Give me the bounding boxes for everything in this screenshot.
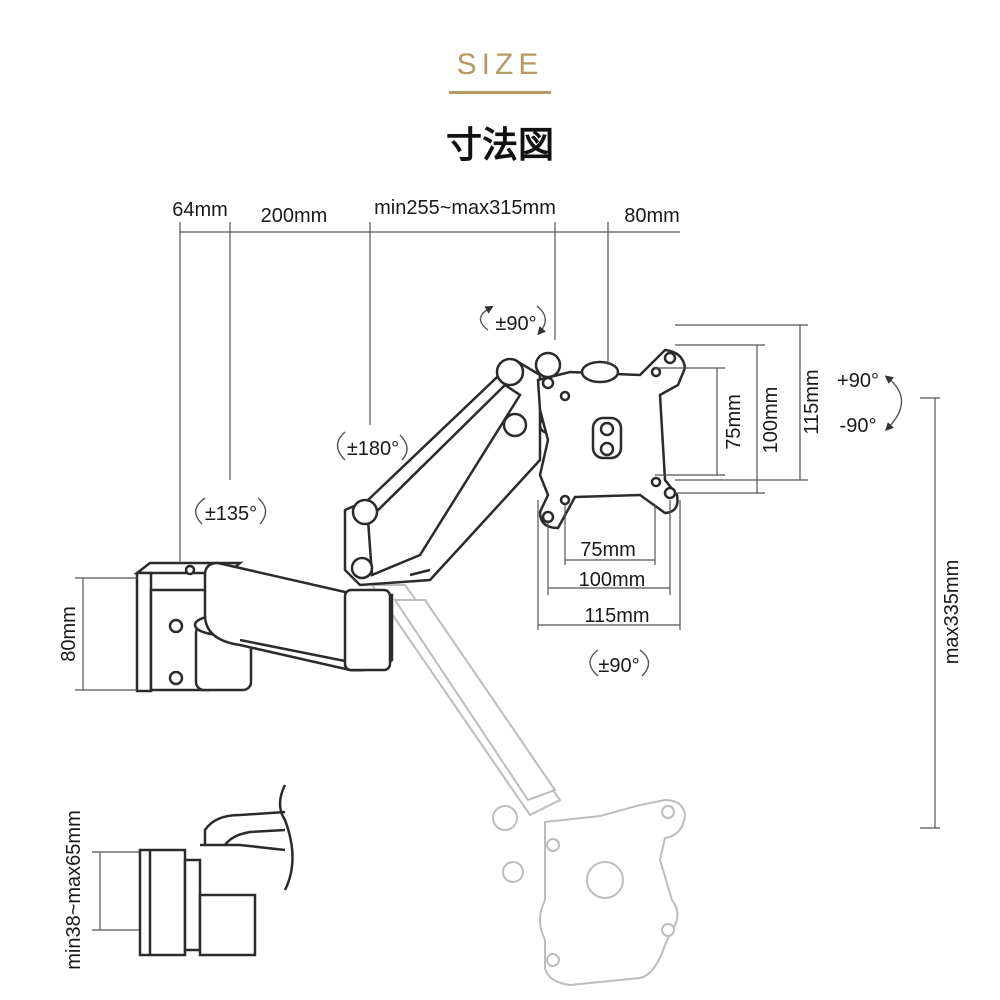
dim-v75: 75mm (723, 394, 745, 450)
rot-plate: ±90° (598, 655, 639, 677)
rot-arm: ±180° (347, 438, 399, 460)
tilt-down: -90° (840, 415, 877, 437)
rot-base: ±135° (205, 503, 257, 525)
dim-h100: 100mm (579, 569, 646, 591)
dim-80-top: 80mm (624, 205, 680, 227)
size-label: SIZE (456, 48, 544, 81)
ghost-arm-lowered (370, 584, 687, 987)
rot-head: ±90° (495, 313, 536, 335)
vesa-plate (536, 348, 687, 530)
dim-64: 64mm (172, 199, 228, 221)
dim-200: 200mm (261, 205, 328, 227)
dim-h75: 75mm (580, 539, 636, 561)
page-title: 寸法図 (445, 125, 554, 166)
dim-vertical-drop: max335mm (941, 560, 963, 664)
lower-arm (203, 561, 394, 672)
dim-clamp-height: 80mm (58, 606, 80, 662)
dimension-lines (75, 222, 940, 931)
dim-desk-thickness: min38~max65mm (63, 810, 85, 970)
rotation-arcs (195, 305, 903, 677)
clamp-inset (138, 784, 294, 957)
dim-v100: 100mm (760, 387, 782, 454)
tilt-up: +90° (837, 370, 879, 392)
dim-h115: 115mm (584, 605, 649, 627)
upper-arm (343, 351, 562, 587)
dim-v115: 115mm (801, 369, 823, 434)
size-underline (449, 91, 551, 94)
dim-reach: min255~max315mm (374, 197, 556, 219)
